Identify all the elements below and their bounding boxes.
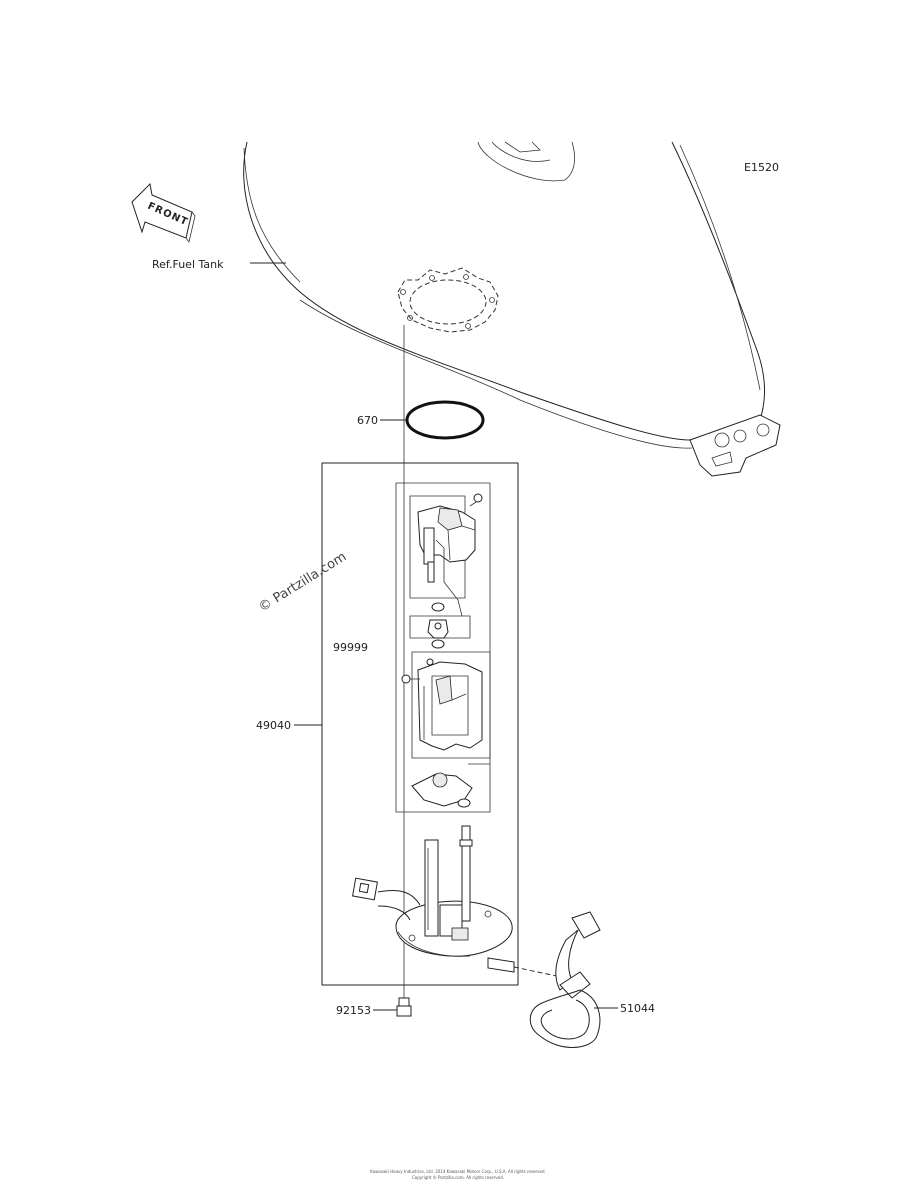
pressure-regulator bbox=[409, 615, 471, 639]
diagram-code: E1520 bbox=[744, 161, 779, 174]
copyright-line-1: Kawasaki Heavy Industries, Ltd. 2014 Kaw… bbox=[370, 1169, 546, 1174]
small-o-ring-upper bbox=[431, 602, 445, 612]
partzilla-watermark: © Partzilla.com bbox=[256, 550, 349, 616]
wiring-harness-connector bbox=[352, 877, 421, 921]
o-ring-670 bbox=[405, 400, 485, 440]
part-number-92153: 92153 bbox=[336, 1004, 371, 1017]
fuel-pump-upper-unit bbox=[409, 493, 483, 617]
part-number-49040: 49040 bbox=[256, 719, 291, 732]
assembly-99999-frame bbox=[395, 482, 491, 813]
fuel-pump-body bbox=[401, 651, 491, 759]
fuel-hose-51044 bbox=[529, 911, 601, 1048]
pump-base-plate bbox=[395, 825, 515, 973]
front-direction-arrow: FRONT bbox=[131, 182, 196, 243]
small-o-ring-lower bbox=[431, 639, 445, 649]
ref-fuel-tank-label: Ref.Fuel Tank bbox=[152, 258, 224, 271]
part-number-670: 670 bbox=[357, 414, 378, 427]
gasket-ring bbox=[457, 798, 471, 808]
fuel-filter-base bbox=[411, 763, 490, 807]
part-number-51044: 51044 bbox=[620, 1002, 655, 1015]
bolt-92153 bbox=[396, 997, 412, 1017]
fuel-tank-outline bbox=[243, 141, 781, 477]
part-number-99999: 99999 bbox=[333, 641, 368, 654]
copyright-line-2: Copyright © Partzilla.com. All rights re… bbox=[412, 1175, 504, 1180]
assembly-49040-frame bbox=[321, 462, 519, 986]
